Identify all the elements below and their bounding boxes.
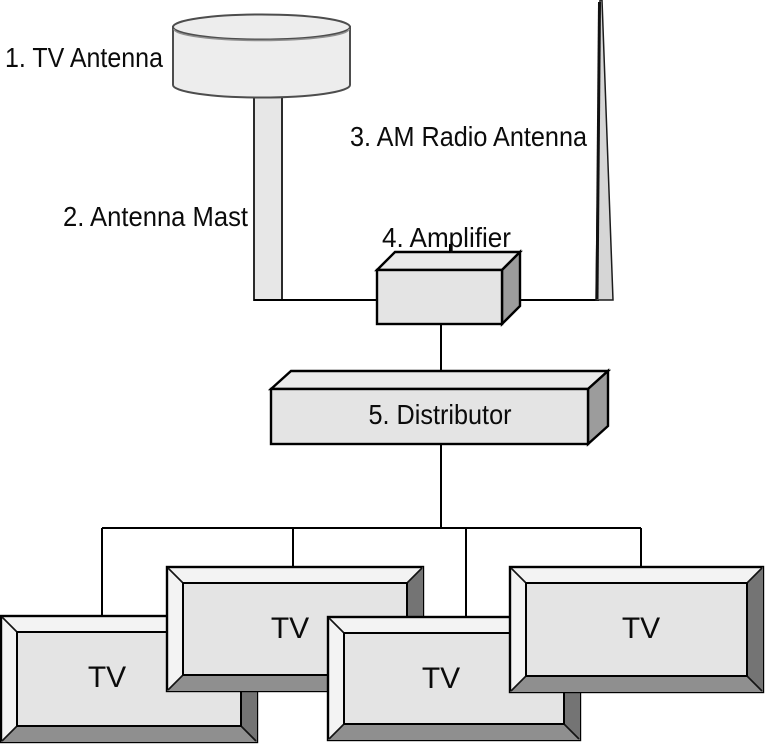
tv-screen-label: TV bbox=[271, 612, 309, 645]
tv-screen bbox=[525, 582, 748, 677]
label-antenna-mast: 2. Antenna Mast bbox=[63, 201, 248, 232]
tv-screen-label: TV bbox=[422, 662, 460, 695]
tv-corner-line bbox=[563, 723, 580, 740]
distributor-top-face bbox=[267, 369, 612, 391]
tv-corner-line bbox=[510, 675, 527, 692]
tv-bevel-bottom bbox=[510, 676, 763, 692]
wiring bbox=[101, 244, 642, 621]
tv-screen-label: TV bbox=[88, 661, 126, 694]
cylinder-top bbox=[172, 13, 351, 41]
tv-corner-line bbox=[510, 567, 527, 584]
cylinder-rim bbox=[173, 28, 350, 42]
tv-corner-line bbox=[167, 567, 184, 584]
am-radio-antenna-spike bbox=[595, 0, 614, 301]
tv-corner-line bbox=[1, 725, 18, 742]
tv-corner-line bbox=[406, 567, 423, 584]
tv-bevel-bottom bbox=[328, 724, 580, 740]
tv-bevel-bottom bbox=[1, 726, 257, 742]
amplifier-front-face bbox=[375, 268, 504, 326]
distributor-front-face bbox=[269, 387, 590, 446]
tv-corner-line bbox=[167, 674, 184, 691]
tv-antenna-cylinder bbox=[172, 13, 351, 99]
distributor-box: 5. Distributor bbox=[267, 368, 612, 447]
tv-bevel-right bbox=[747, 567, 763, 692]
amplifier-top-face bbox=[374, 250, 523, 272]
label-distributor: 5. Distributor bbox=[369, 399, 512, 430]
tv-set-4: TV bbox=[508, 565, 765, 694]
tv-corner-line bbox=[1, 616, 18, 633]
tv-corner-line bbox=[746, 567, 763, 584]
label-amplifier: 4. Amplifier bbox=[382, 222, 511, 253]
tv-corner-line bbox=[328, 617, 345, 634]
spike-left-edge bbox=[595, 1, 601, 300]
tv-corner-line bbox=[328, 723, 345, 740]
antenna-mast bbox=[253, 95, 283, 301]
tv-corner-line bbox=[746, 675, 763, 692]
tv-corner-line bbox=[240, 725, 257, 742]
label-am-radio-antenna: 3. AM Radio Antenna bbox=[350, 121, 587, 152]
tv-screen-label: TV bbox=[622, 612, 660, 645]
cylinder-body bbox=[172, 26, 351, 99]
label-tv-antenna: 1. TV Antenna bbox=[5, 42, 163, 73]
amplifier-box bbox=[374, 249, 523, 327]
